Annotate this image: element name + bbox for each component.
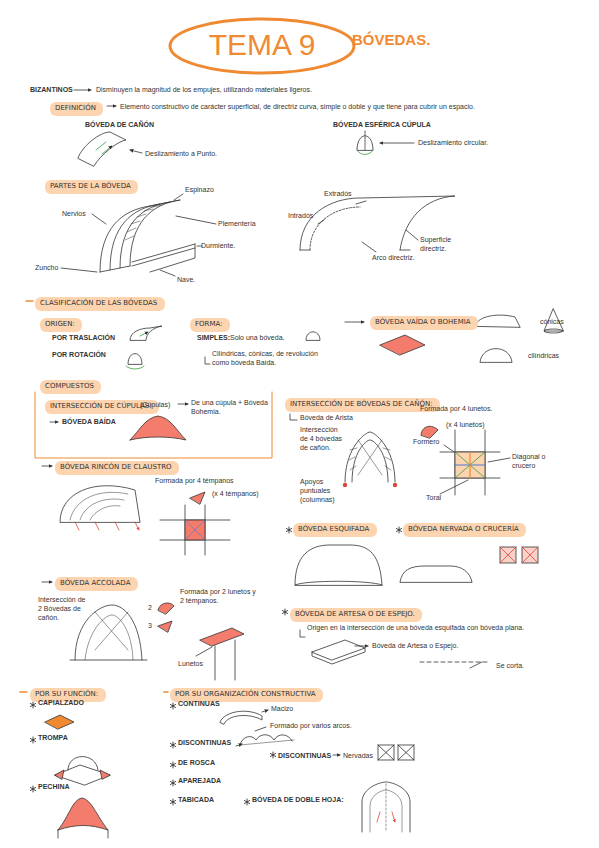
note-text: DE ROSCA <box>178 759 215 768</box>
note-text: Formero <box>413 438 439 447</box>
heading-text: COMPUESTOS <box>45 382 96 390</box>
note-text: De una cúpula + Bóveda Bohemia. <box>191 399 269 417</box>
note-text: Solo una bóveda. <box>230 334 285 343</box>
note-text: Nave. <box>177 276 195 285</box>
heading-band: BÓVEDA NERVADA O CRUCERÍA <box>403 523 526 537</box>
note-text: Nervios <box>62 210 86 219</box>
title-oval <box>170 19 354 73</box>
note-text: Arco directriz. <box>372 254 416 263</box>
heading-band: INTERSECCIÓN DE BÓVEDAS DE CAÑÓN: <box>285 398 440 412</box>
heading-band: FORMA: <box>190 318 230 332</box>
heading-text: INTERSECCIÓN DE BÓVEDAS DE CAÑÓN: <box>290 400 435 408</box>
note-text: BÓVEDA DE DOBLE HOJA: <box>252 796 344 805</box>
note-text: Disminuyen la magnitud de los empujes, u… <box>96 86 312 95</box>
note-text: Elemento constructivo de carácter superf… <box>120 103 585 112</box>
heading-text: ORIGEN: <box>45 320 77 328</box>
note-text: POR ROTACIÓN <box>52 351 106 360</box>
heading-text: DEFINICIÓN <box>55 104 98 112</box>
note-text: DISCONTINUAS <box>178 739 231 748</box>
heading-band: BÓVEDA DE ARTESA O DE ESPEJO. <box>290 608 422 622</box>
note-text: Formado por varios arcos. <box>270 722 352 731</box>
note-text: Extradós <box>324 190 352 199</box>
heading-text: CLASIFICACIÓN DE LAS BÓVEDAS <box>40 299 160 307</box>
note-text: cilíndricas <box>528 352 559 361</box>
note-text: BÓVEDA ESFÉRICA CÚPULA <box>333 121 431 130</box>
heading-band: BÓVEDA ESQUIFADA <box>293 523 377 537</box>
note-text: BIZANTINOS <box>30 86 73 95</box>
note-text: BÓVEDA DE CAÑÓN <box>85 121 154 130</box>
note-text: 3 <box>148 622 152 631</box>
heading-text: BÓVEDA RINCÓN DE CLAUSTRO <box>60 463 174 471</box>
note-text: Intersección de 2 Bóvedas de cañón. <box>38 596 86 622</box>
note-text: Macizo <box>271 705 293 714</box>
note-text: (x 4 témpanos) <box>212 490 259 499</box>
note-text: Toral <box>426 494 441 503</box>
note-text: cónicas <box>540 318 564 327</box>
heading-text: BÓVEDA VAÍDA O BOHEMIA <box>375 318 473 326</box>
heading-text: INTERSECCIÓN DE CÚPULAS: <box>50 402 154 410</box>
note-text: Plementería <box>218 220 256 229</box>
note-text: Bóveda de Arista <box>300 414 353 423</box>
note-text: Intersección de 4 bóvedas de cañón. <box>300 426 344 452</box>
note-text: TABICADA <box>178 796 214 805</box>
note-text: Deslizamiento a Punto. <box>145 150 217 159</box>
note-text: Formada por 4 lunetos. <box>420 405 492 414</box>
heading-text: POR SU ORGANIZACIÓN CONSTRUCTIVA <box>175 690 318 698</box>
note-text: Zuncho <box>35 264 58 273</box>
heading-band: ORIGEN: <box>40 318 82 332</box>
heading-band: BÓVEDA RINCÓN DE CLAUSTRO <box>55 461 179 475</box>
heading-text: FORMA: <box>195 320 225 328</box>
heading-band: PARTES DE LA BÓVEDA <box>45 180 138 194</box>
heading-text: BÓVEDA NERVADA O CRUCERÍA <box>408 525 521 533</box>
note-text: Bóveda de Artesa o Espejo. <box>372 642 458 651</box>
note-text: Lunetos <box>178 660 203 669</box>
note-text: BÓVEDAS. <box>352 31 430 48</box>
heading-text: PARTES DE LA BÓVEDA <box>50 182 133 190</box>
heading-text: BÓVEDA ESQUIFADA <box>298 525 372 533</box>
heading-band: POR SU ORGANIZACIÓN CONSTRUCTIVA <box>170 688 323 702</box>
note-text: Nervadas <box>343 752 373 761</box>
note-text: Origen en la intersección de una bóveda … <box>307 624 592 633</box>
note-text: Diagonal o crucero <box>512 453 562 471</box>
note-text: 2 <box>148 604 152 613</box>
note-text: DISCONTINUAS <box>278 752 331 761</box>
note-text: CONTINUAS <box>178 700 220 709</box>
note-text: (Cúpulas) <box>140 401 170 410</box>
heading-band: DEFINICIÓN <box>50 102 103 116</box>
note-text: (x 4 lunetos) <box>446 421 485 430</box>
heading-text: POR SU FUNCIÓN: <box>35 690 101 698</box>
note-text: POR TRASLACIÓN <box>52 334 115 343</box>
heading-band: BÓVEDA ACCOLADA <box>55 577 138 591</box>
note-text: TROMPA <box>38 734 68 743</box>
heading-text: BÓVEDA DE ARTESA O DE ESPEJO. <box>295 610 417 618</box>
note-text: Superficie directriz. <box>420 236 468 254</box>
note-text: Formada por 4 témpanos <box>155 477 234 486</box>
note-text: Durmiente. <box>201 242 235 251</box>
sketches <box>20 90 563 838</box>
heading-band: COMPUESTOS <box>40 380 101 394</box>
heading-band: CLASIFICACIÓN DE LAS BÓVEDAS <box>35 297 165 311</box>
note-text: Intradós <box>288 212 313 221</box>
note-text: Deslizamiento circular. <box>418 139 488 148</box>
note-text: Cilíndricas, cónicas, de revolución como… <box>212 350 330 368</box>
note-text: SIMPLES: <box>197 334 230 343</box>
heading-text: BÓVEDA ACCOLADA <box>60 579 133 587</box>
note-text: Espinazo <box>185 186 214 195</box>
note-text: BÓVEDA BAÍDA <box>62 418 116 427</box>
page-title: TEMA 9 <box>172 28 352 61</box>
note-text: CAPIALZADO <box>38 699 84 708</box>
note-text: Formada por 2 lunetos y 2 témpanos. <box>180 588 260 606</box>
heading-band: BÓVEDA VAÍDA O BOHEMIA <box>370 316 478 330</box>
note-text: Apoyos puntuales (columnas) <box>300 478 346 504</box>
note-text: PECHINA <box>38 783 70 792</box>
note-text: APAREJADA <box>178 777 221 786</box>
note-text: Se corta. <box>496 662 524 671</box>
